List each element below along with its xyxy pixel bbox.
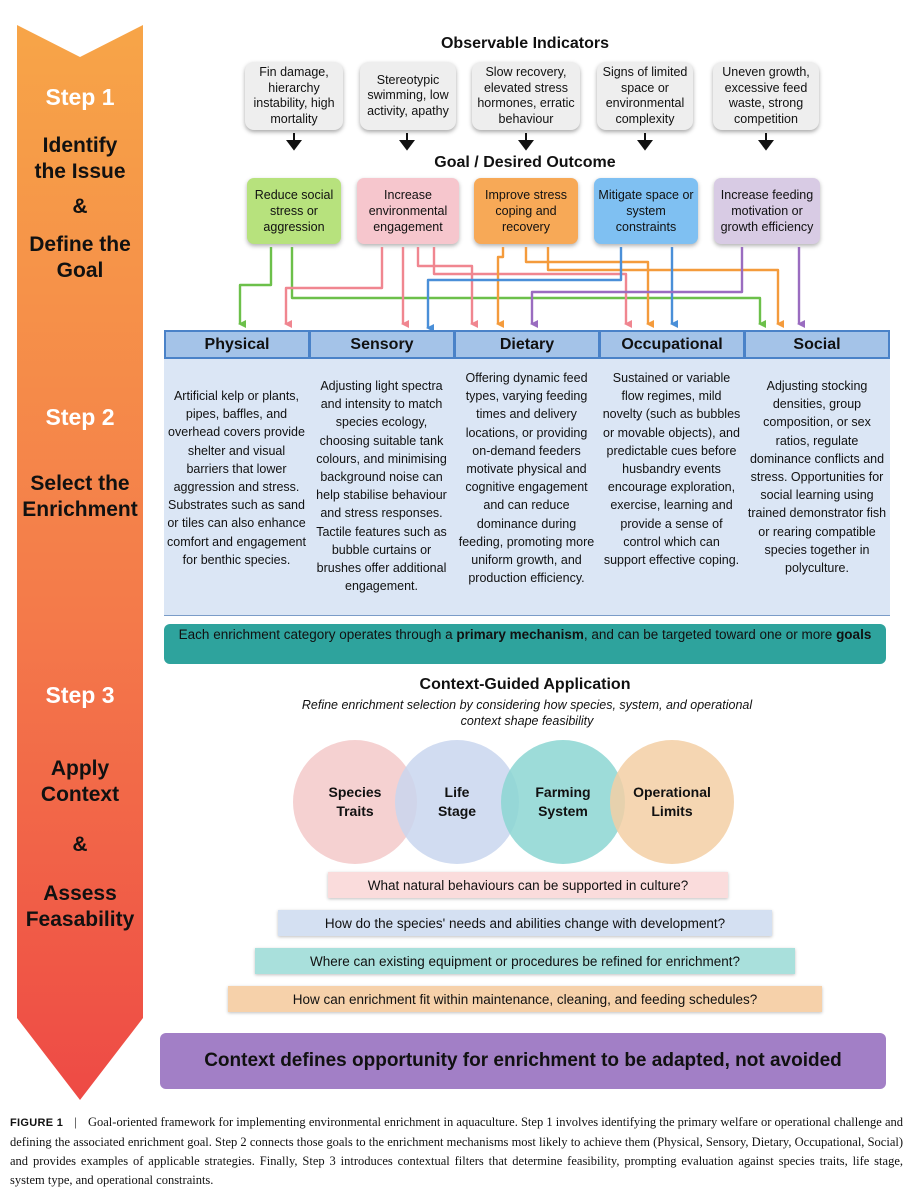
indicator-box: Signs of limited space or environmental … [597,62,693,130]
indicator-arrows [286,133,774,151]
indicators-title: Observable Indicators [440,35,610,52]
context-subtitle: Refine enrichment selection by consideri… [301,698,753,728]
step3-line1: Apply [50,757,110,780]
step1-line4: Goal [56,259,104,282]
step3-line4: Feasability [25,908,135,931]
goals-title: Goal / Desired Outcome [434,154,616,171]
step3-line2: Context [40,783,120,806]
step1-label: Step 1 [45,84,115,110]
step2-label: Step 2 [45,404,115,430]
goal-box-engagement: Increase environmental engagement [357,178,459,244]
step3-line3: Assess [43,882,117,905]
category-dietary-head: Dietary [454,330,600,359]
step2-line2: Enrichment [22,498,138,521]
circle-species-l2: Traits [336,803,374,819]
figure-caption: FIGURE 1 | Goal-oriented framework for i… [10,1113,903,1190]
category-occupational-head: Occupational [599,330,745,359]
step1-line3: Define the [29,233,131,256]
final-statement: Context defines opportunity for enrichme… [160,1033,886,1089]
mechanism-bold-1: primary mechanism [456,627,584,642]
indicator-box: Slow recovery, elevated stress hormones,… [472,62,580,130]
category-dietary-text: Offering dynamic feed types, varying fee… [454,359,600,615]
goal-box-stress-coping: Improve stress coping and recovery [474,178,578,244]
step1-line1: Identify [42,134,118,157]
question-equipment: Where can existing equipment or procedur… [255,948,795,974]
mechanism-bold-2: goals [836,627,872,642]
indicator-box: Uneven growth, excessive feed waste, str… [713,62,819,130]
category-social-text: Adjusting stocking densities, group comp… [744,359,890,615]
goal-box-feeding: Increase feeding motivation or growth ef… [714,178,820,244]
step3-amp: & [72,833,88,856]
caption-separator: | [74,1115,77,1129]
goal-box-social-stress: Reduce social stress or aggression [247,178,341,244]
category-social-head: Social [744,330,890,359]
category-sensory-head: Sensory [309,330,455,359]
question-development: How do the species' needs and abilities … [278,910,772,936]
category-sensory-text: Adjusting light spectra and intensity to… [309,359,455,615]
category-occupational-text: Sustained or variable flow regimes, mild… [599,359,745,615]
question-natural-behaviours: What natural behaviours can be supported… [328,872,728,898]
caption-label: FIGURE 1 [10,1117,64,1129]
circle-life-l2: Stage [437,803,477,819]
category-physical-head: Physical [164,330,310,359]
question-schedules: How can enrichment fit within maintenanc… [228,986,822,1012]
step2-line1: Select the [30,472,130,495]
circle-operational-l2: Limits [651,803,693,819]
circle-farming-l1: Farming [535,784,591,800]
category-physical-text: Artificial kelp or plants, pipes, baffle… [164,359,310,615]
mechanism-text-1: Each enrichment category operates throug… [178,627,457,642]
circle-species-l1: Species [328,784,382,800]
goal-connectors [238,247,805,332]
mechanism-text-2: , and can be targeted toward one or more [583,627,837,642]
step1-amp: & [72,195,88,218]
step-arrow [17,25,143,1100]
step3-label: Step 3 [45,682,115,708]
indicator-box: Stereotypic swimming, low activity, apat… [360,62,456,130]
caption-text: Goal-oriented framework for implementing… [10,1115,904,1187]
indicator-box: Fin damage, hierarchy instability, high … [245,62,343,130]
circle-operational-l1: Operational [633,784,711,800]
goal-box-space: Mitigate space or system constraints [594,178,698,244]
circle-farming-l2: System [538,803,588,819]
circle-life-l1: Life [444,784,470,800]
context-title: Context-Guided Application [419,676,631,693]
mechanism-bar: Each enrichment category operates throug… [164,624,886,664]
step1-line2: the Issue [34,160,126,183]
